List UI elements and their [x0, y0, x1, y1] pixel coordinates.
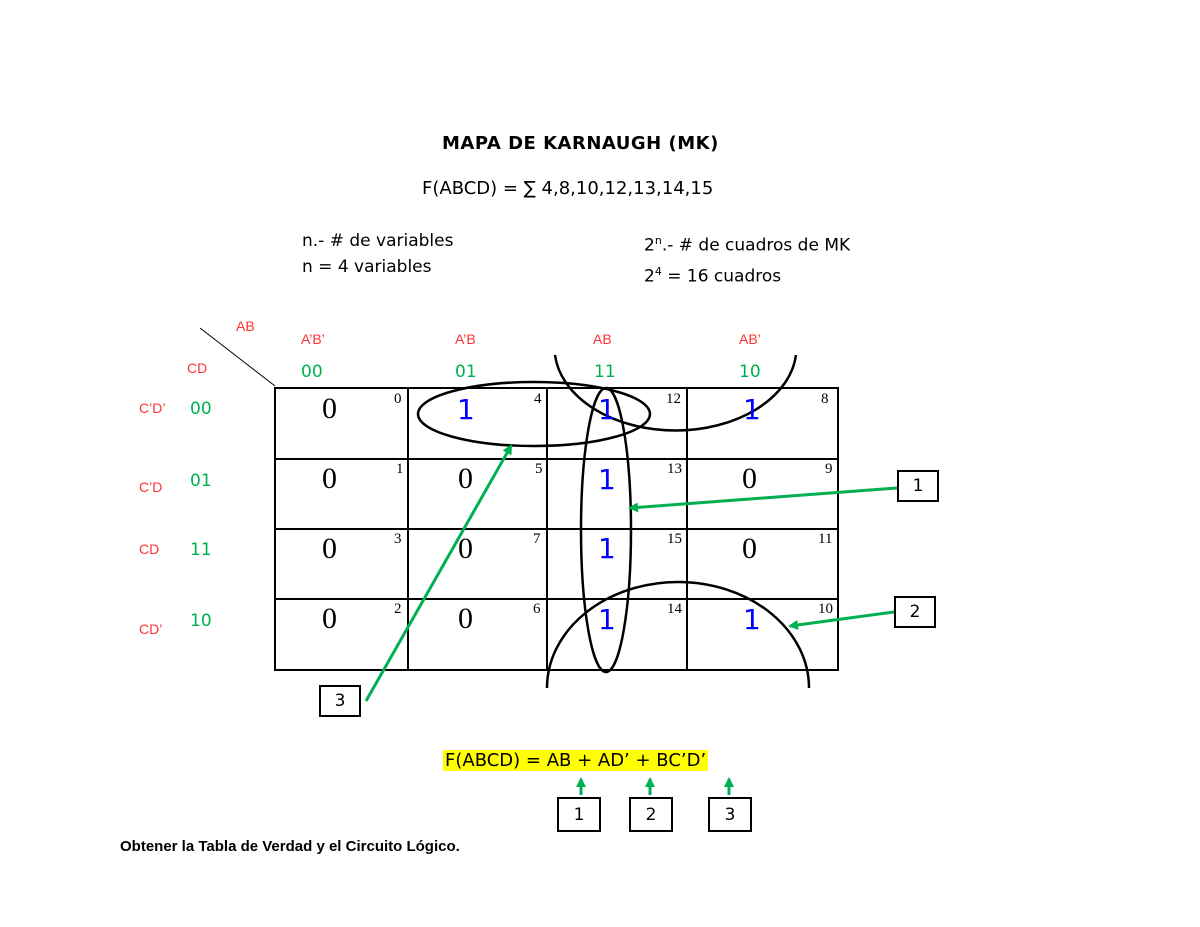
squares-info: 2n.- # de cuadros de MK 24 = 16 cuadros [644, 228, 850, 289]
cell-index-8: 8 [821, 391, 829, 407]
cell-value-5: 0 [458, 462, 473, 495]
arrow-3 [364, 444, 513, 702]
column-label-3: AB’ [739, 331, 761, 347]
column-label-2: AB [593, 331, 612, 347]
row-label-3: CD’ [139, 621, 163, 637]
cell-index-13: 13 [667, 461, 682, 477]
group-ad'-top-arc [553, 354, 798, 432]
callout-box-3: 3 [319, 685, 361, 717]
map-grid [274, 387, 839, 671]
row-label-0: C’D’ [139, 400, 166, 416]
cell-value-6: 0 [458, 602, 473, 635]
cell-value-10: 1 [743, 603, 761, 636]
cell-index-2: 2 [394, 601, 402, 617]
corner-diagonal [199, 327, 276, 387]
squares-count: 24 = 16 cuadros [644, 264, 782, 287]
group-ad'-bottom-arc [545, 580, 811, 689]
cell-index-14: 14 [667, 601, 682, 617]
term-box-3: 3 [708, 797, 752, 832]
row-label-2: CD [139, 541, 160, 557]
group-bc'd'-ellipse [416, 380, 652, 448]
row-code-1: 01 [190, 471, 212, 491]
cell-value-7: 0 [458, 532, 473, 565]
corner-label-ab: AB [236, 318, 255, 334]
cell-value-14: 1 [598, 603, 616, 636]
cell-index-11: 11 [818, 531, 833, 547]
cell-value-9: 0 [742, 462, 757, 495]
cell-index-9: 9 [825, 461, 833, 477]
cell-value-1: 0 [322, 462, 337, 495]
term-box-2: 2 [629, 797, 673, 832]
cell-value-12: 1 [598, 393, 616, 426]
row-code-3: 10 [190, 611, 212, 631]
callout-box-1: 1 [897, 470, 939, 502]
cell-index-0: 0 [394, 391, 402, 407]
cell-value-0: 0 [322, 392, 337, 425]
column-code-1: 01 [455, 362, 477, 382]
cell-value-2: 0 [322, 602, 337, 635]
cell-index-12: 12 [666, 391, 681, 407]
corner-label-cd: CD [187, 360, 208, 376]
arrow-1 [628, 486, 898, 513]
squares-definition: 2n.- # de cuadros de MK [644, 234, 851, 256]
group-ab-ellipse [579, 386, 633, 674]
row-code-2: 11 [190, 540, 212, 560]
variables-info: n.- # de variables n = 4 variables [302, 228, 453, 280]
simplified-expression: F(ABCD) = AB + AD’ + BC’D’ [443, 750, 709, 771]
arrow-2 [788, 610, 895, 630]
page-title: MAPA DE KARNAUGH (MK) [442, 133, 719, 154]
cell-index-15: 15 [667, 531, 682, 547]
cell-index-1: 1 [396, 461, 404, 477]
cell-index-5: 5 [535, 461, 543, 477]
cell-value-8: 1 [743, 393, 761, 426]
callout-box-2: 2 [894, 596, 936, 628]
cell-value-15: 1 [598, 532, 616, 565]
cell-index-3: 3 [394, 531, 402, 547]
cell-index-7: 7 [533, 531, 541, 547]
variables-definition: n.- # de variables [302, 231, 454, 251]
cell-index-4: 4 [534, 391, 542, 407]
instruction-text: Obtener la Tabla de Verdad y el Circuito… [120, 838, 460, 855]
cell-index-10: 10 [818, 601, 833, 617]
function-definition: F(ABCD) = ∑ 4,8,10,12,13,14,15 [422, 178, 714, 199]
cell-value-3: 0 [322, 532, 337, 565]
column-code-2: 11 [594, 362, 616, 382]
row-label-1: C’D [139, 479, 163, 495]
cell-index-6: 6 [533, 601, 541, 617]
column-code-0: 00 [301, 362, 323, 382]
column-label-1: A’B [455, 331, 476, 347]
column-code-3: 10 [739, 362, 761, 382]
term-box-1: 1 [557, 797, 601, 832]
variables-count: n = 4 variables [302, 257, 432, 277]
cell-value-11: 0 [742, 532, 757, 565]
cell-value-4: 1 [457, 393, 475, 426]
column-label-0: A’B’ [301, 331, 325, 347]
cell-value-13: 1 [598, 463, 616, 496]
row-code-0: 00 [190, 399, 212, 419]
